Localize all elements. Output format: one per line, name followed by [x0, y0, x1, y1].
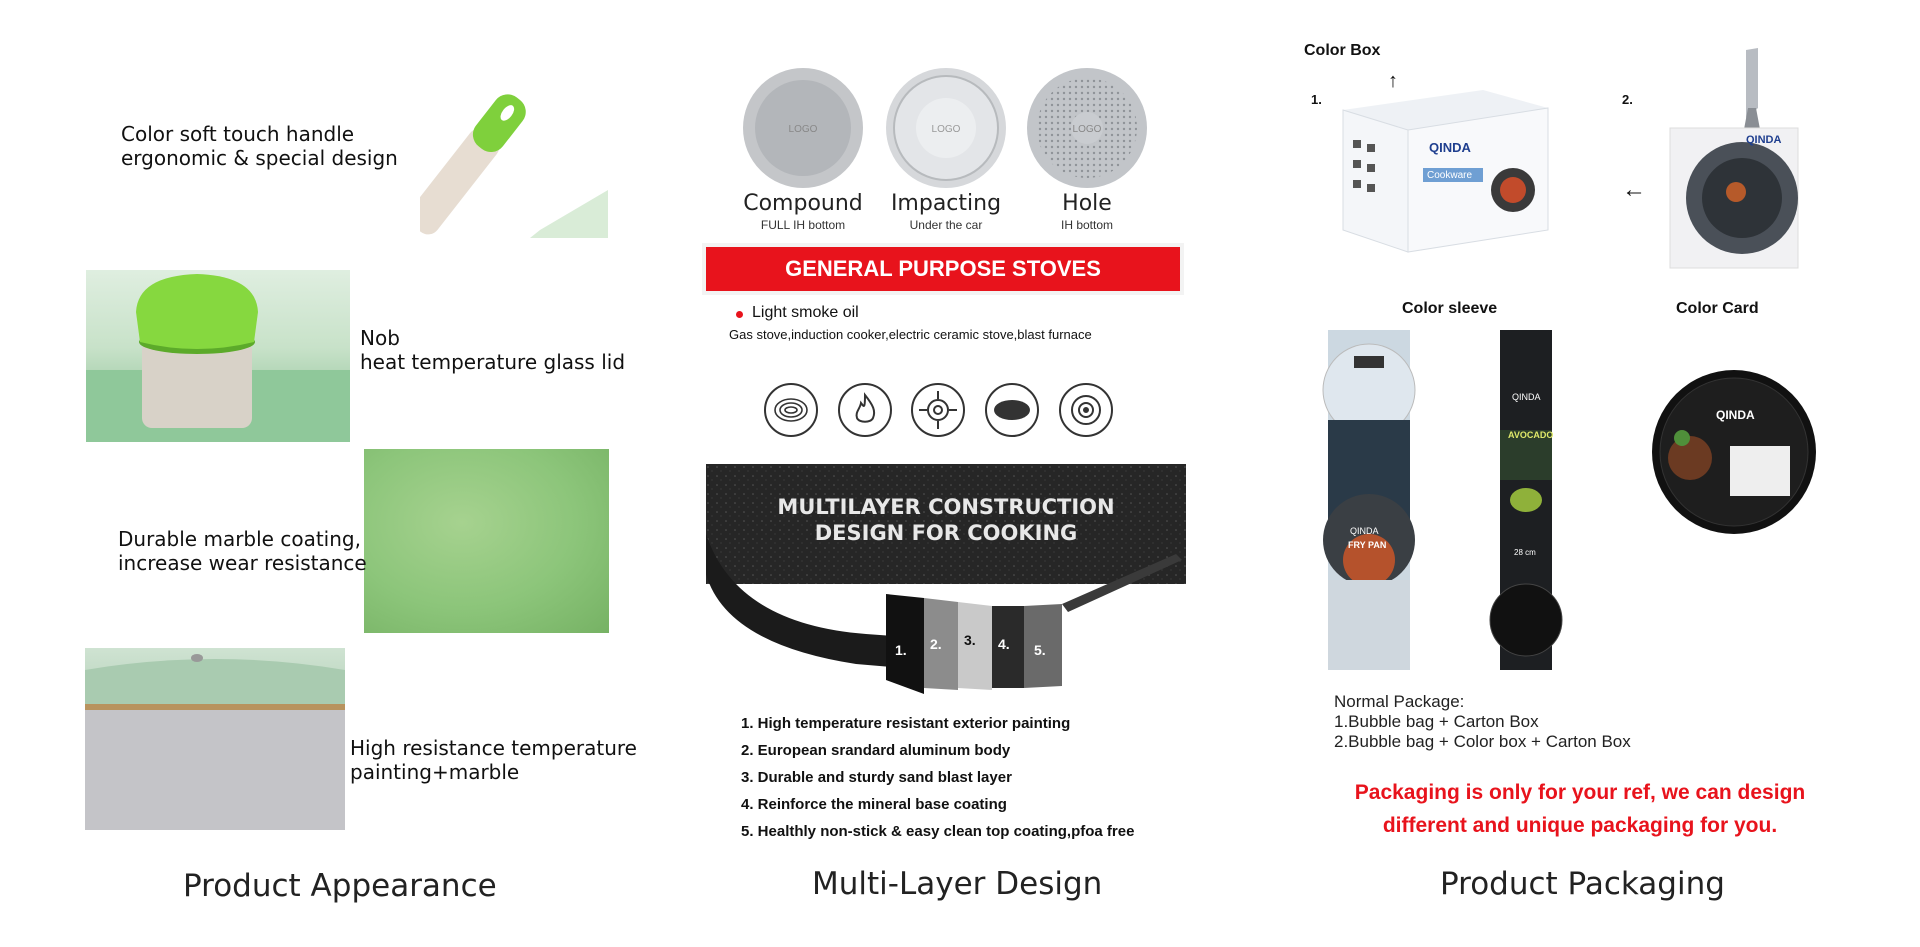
- handle-photo: [420, 80, 608, 238]
- nob-photo: [86, 270, 350, 442]
- packaging-title: Product Packaging: [1440, 866, 1725, 902]
- marble-coating-photo: [364, 449, 609, 633]
- hole-sub: IH bottom: [1060, 218, 1114, 232]
- svg-text:LOGO: LOGO: [1073, 124, 1102, 135]
- card-brand: QINDA: [1716, 408, 1755, 422]
- option-number: 1.: [1311, 92, 1322, 107]
- construction-title: MULTILAYER CONSTRUCTION DESIGN FOR COOKI…: [777, 495, 1115, 545]
- svg-text:LOGO: LOGO: [932, 124, 961, 135]
- list-item: 2. European srandard aluminum body: [741, 742, 1011, 759]
- color-sleeve-front: QINDA FRY PAN: [1320, 330, 1418, 675]
- sleeve-size: 28 cm: [1514, 548, 1536, 557]
- nob-description: Nob heat temperature glass lid: [360, 326, 626, 374]
- color-card-label: Color Card: [1676, 300, 1759, 317]
- layer-list: 1. High temperature resistant exterior p…: [741, 710, 1134, 845]
- color-box-image: QINDA Cookware: [1333, 80, 1553, 260]
- painting-description: High resistance temperature painting+mar…: [350, 736, 637, 784]
- color-sleeve-label: Color sleeve: [1402, 300, 1498, 317]
- svg-text:LOGO: LOGO: [789, 124, 818, 135]
- stoves-list: Gas stove,induction cooker,electric cera…: [729, 327, 1092, 342]
- impacting-label: Impacting: [890, 191, 1002, 216]
- flame-icon: [838, 383, 892, 437]
- box-text: Cookware: [1427, 170, 1473, 181]
- layer-number: 5.: [1034, 642, 1046, 658]
- compound-bottom-disc: LOGO: [741, 66, 865, 195]
- normal-package-info: Normal Package: 1.Bubble bag + Carton Bo…: [1334, 692, 1631, 751]
- handle-description: Color soft touch handle ergonomic & spec…: [121, 122, 398, 170]
- hole-label: Hole: [1062, 191, 1112, 216]
- marble-description: Durable marble coating, increase wear re…: [118, 527, 367, 575]
- list-item: 3. Durable and sturdy sand blast layer: [741, 769, 1012, 786]
- sleeve-brand: QINDA: [1746, 134, 1782, 146]
- list-item: 5. Healthly non-stick & easy clean top c…: [741, 823, 1135, 840]
- box-brand: QINDA: [1429, 140, 1471, 155]
- impacting-sub: Under the car: [909, 218, 983, 232]
- arrow-left-icon: ←: [1622, 176, 1646, 203]
- layer-number: 4.: [998, 636, 1010, 652]
- compound-sub: FULL IH bottom: [760, 218, 846, 232]
- appearance-title: Product Appearance: [183, 868, 497, 904]
- oil-label: Light smoke oil: [752, 304, 859, 321]
- arrow-up-icon: ↑: [1388, 70, 1398, 92]
- sleeve-product-2: AVOCADO: [1508, 430, 1554, 440]
- sleeve-brand-3: QINDA: [1512, 392, 1541, 402]
- color-sleeve-back: QINDA AVOCADO 28 cm: [1486, 330, 1566, 675]
- color-sleeve-pan-image: QINDA: [1666, 48, 1806, 275]
- sleeve-product: FRY PAN: [1348, 540, 1387, 550]
- ceramic-plate-icon: [985, 383, 1039, 437]
- color-box-label: Color Box: [1304, 42, 1381, 59]
- hole-bottom-disc: LOGO: [1025, 66, 1149, 195]
- list-item: 1. High temperature resistant exterior p…: [741, 715, 1071, 732]
- gas-burner-icon: [911, 383, 965, 437]
- impacting-bottom-disc: LOGO: [884, 66, 1008, 195]
- stoves-banner: GENERAL PURPOSE STOVES: [706, 247, 1180, 291]
- layer-number: 1.: [895, 642, 907, 658]
- pot-body-photo: [85, 648, 345, 830]
- layer-number: 2.: [930, 636, 942, 652]
- packaging-note: Packaging is only for your ref, we can d…: [1354, 781, 1806, 837]
- option-number: 2.: [1622, 92, 1633, 107]
- layer-number: 3.: [964, 632, 976, 648]
- sleeve-brand-2: QINDA: [1350, 526, 1379, 536]
- coil-stove-icon: [764, 383, 818, 437]
- color-card-image: QINDA: [1650, 368, 1818, 541]
- list-item: 4. Reinforce the mineral base coating: [741, 796, 1007, 813]
- multilayer-construction-illustration: MULTILAYER CONSTRUCTION DESIGN FOR COOKI…: [706, 464, 1186, 694]
- bullet-dot: [736, 311, 743, 318]
- induction-icon: [1059, 383, 1113, 437]
- multilayer-title: Multi-Layer Design: [812, 866, 1103, 902]
- compound-label: Compound: [743, 191, 863, 216]
